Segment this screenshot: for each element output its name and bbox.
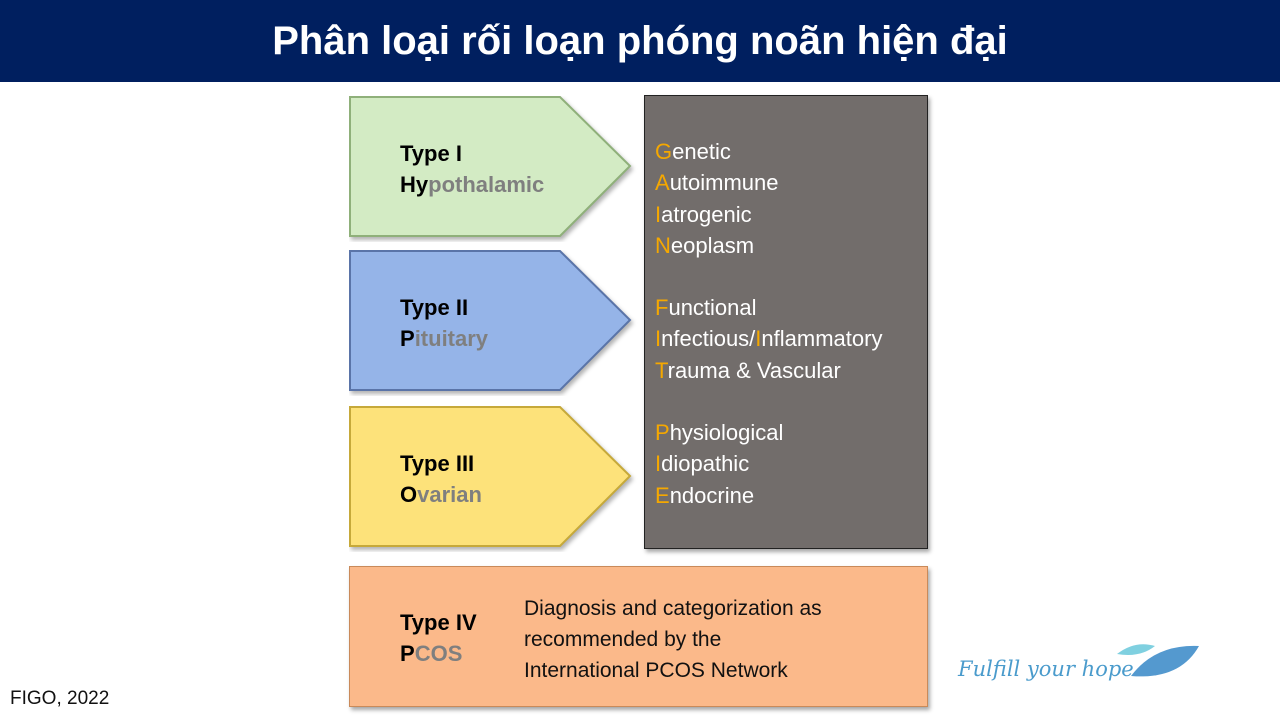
- type-label: Type I Hypothalamic: [400, 138, 544, 200]
- cause-text: nflammatory: [761, 326, 883, 352]
- cause-item: Autoimmune: [655, 167, 927, 198]
- leaf-logo-icon: [1117, 644, 1199, 677]
- cause-text: diopathic: [661, 451, 750, 477]
- type-number: Type II: [400, 295, 469, 320]
- acronym-letter: T: [655, 357, 668, 383]
- acronym-letter: A: [655, 170, 670, 196]
- type-number: Type III: [400, 451, 475, 476]
- arrow-shape: [349, 406, 632, 547]
- name-initial: Hy: [400, 172, 429, 197]
- cause-item: Genetic: [655, 136, 927, 167]
- cause-item: Trauma & Vascular: [655, 355, 927, 386]
- cause-text: unctional: [668, 295, 757, 321]
- name-rest: ituitary: [414, 326, 489, 351]
- desc-line: International PCOS Network: [524, 659, 788, 682]
- cause-text: atrogenic: [661, 201, 752, 227]
- type-label: Type III Ovarian: [400, 448, 482, 510]
- acronym-letter: E: [655, 482, 670, 508]
- acronym-letter: P: [655, 420, 670, 446]
- arrow-shape: [349, 96, 632, 237]
- cause-text: nfectious/: [661, 326, 756, 352]
- name-initial: O: [400, 482, 418, 507]
- cause-item: Neoplasm: [655, 230, 927, 261]
- cause-text: rauma & Vascular: [667, 357, 841, 383]
- cause-item: Infectious/Inflammatory: [655, 323, 927, 354]
- name-rest: pothalamic: [428, 172, 545, 197]
- acronym-letter: G: [655, 139, 673, 164]
- cause-item: Idiopathic: [655, 448, 927, 479]
- acronym-letter: I: [655, 326, 662, 352]
- cause-text: enetic: [672, 139, 731, 164]
- acronym-letter: N: [655, 232, 671, 258]
- desc-line: recommended by the: [524, 628, 722, 651]
- tagline: Fulfill your hope: [958, 657, 1134, 681]
- cause-text: ndocrine: [669, 482, 755, 508]
- type-arrow: Type III Ovarian: [349, 406, 632, 547]
- acronym-letter: I: [655, 451, 662, 477]
- name-rest: varian: [417, 482, 482, 507]
- arrow-shape: [349, 250, 632, 391]
- type-arrow: Type II Pituitary: [349, 250, 632, 391]
- reference: FIGO, 2022: [10, 688, 110, 709]
- cause-text: utoimmune: [669, 170, 779, 196]
- cause-text: hysiological: [669, 420, 784, 446]
- type-iv-box: Type IV PCOS Diagnosis and categorizatio…: [349, 566, 928, 707]
- cause-item: Iatrogenic: [655, 199, 927, 230]
- cause-item: Functional: [655, 292, 927, 323]
- type-iv-description: Diagnosis and categorization as recommen…: [524, 593, 822, 686]
- acronym-letter: F: [655, 295, 669, 321]
- type-arrow: Type I Hypothalamic: [349, 96, 632, 237]
- cause-item: Endocrine: [655, 480, 927, 511]
- name-initial: P: [400, 326, 415, 351]
- type-label: Type II Pituitary: [400, 292, 488, 354]
- type-number: Type IV: [400, 610, 477, 635]
- acronym-letter: I: [655, 201, 662, 227]
- cause-text: eoplasm: [670, 232, 755, 258]
- type-iv-label: Type IV PCOS: [400, 607, 477, 669]
- acronym-letter: I: [755, 326, 762, 352]
- name-rest: COS: [414, 641, 463, 666]
- desc-line: Diagnosis and categorization as: [524, 597, 822, 620]
- slide-title: Phân loại rối loạn phóng noãn hiện đại: [0, 0, 1280, 82]
- name-initial: P: [400, 641, 415, 666]
- type-number: Type I: [400, 141, 462, 166]
- cause-item: Physiological: [655, 417, 927, 448]
